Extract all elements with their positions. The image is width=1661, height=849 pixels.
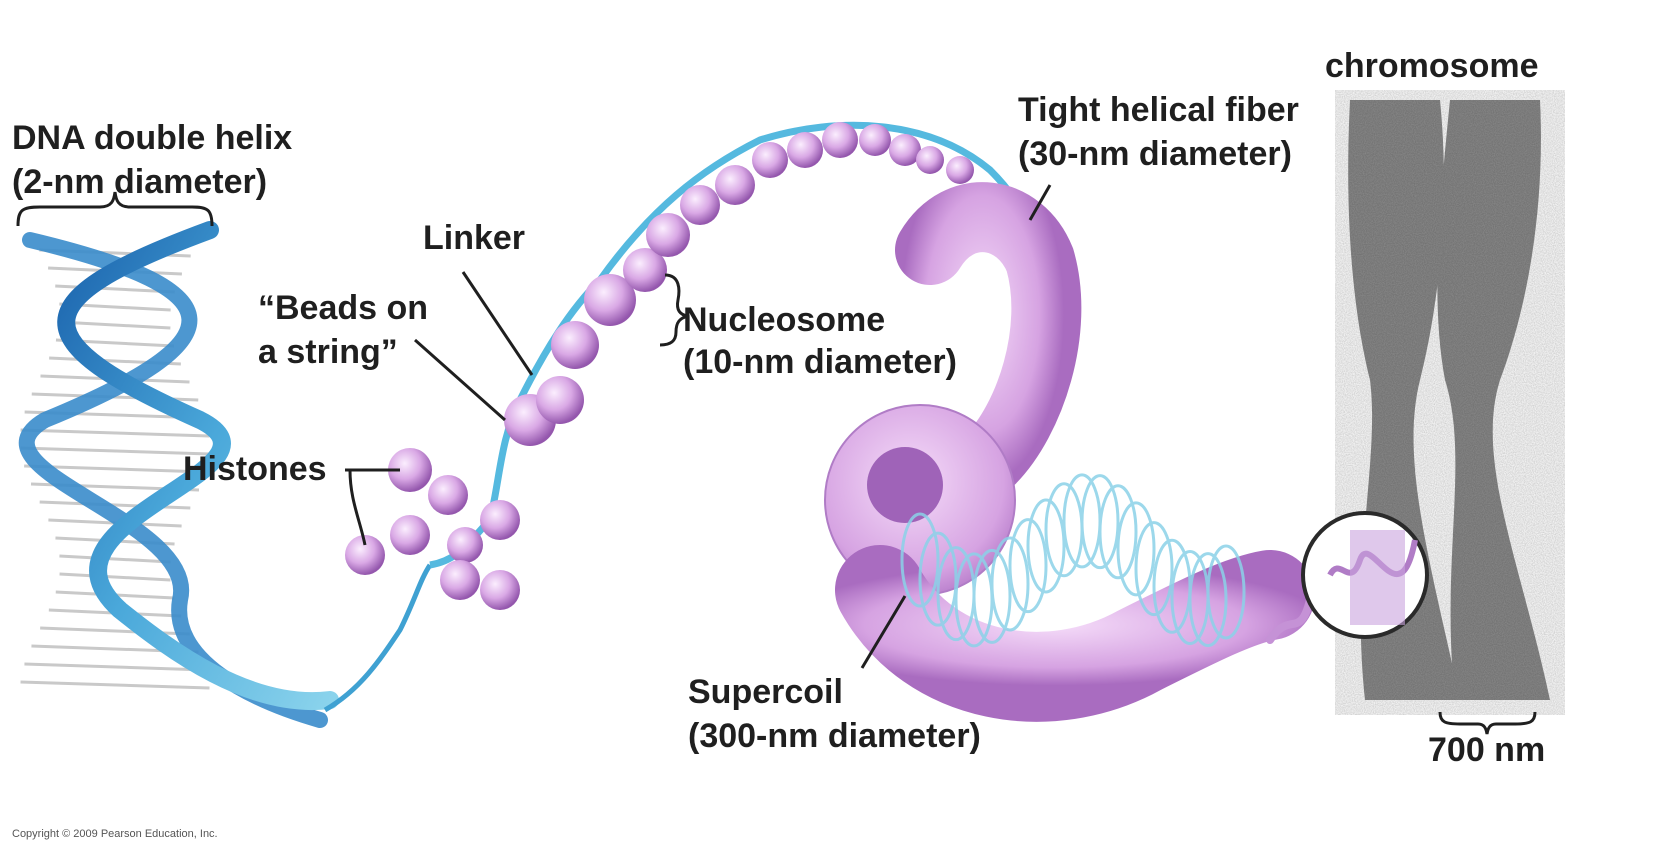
histone-bead [447,527,483,563]
dna-base-pair [20,446,210,456]
scale-label: 700 nm [1428,731,1546,769]
nucleosome-brace [659,273,689,347]
supercoil-tail [835,545,1315,722]
chromosome-label: chromosome [1325,47,1539,85]
histone-bead [551,321,599,369]
histone-bead [440,560,480,600]
supercoil-diameter-label: (300-nm diameter) [688,717,981,755]
fiber-leader [1028,184,1052,221]
histone-bead [916,146,944,174]
linker-leader [461,271,534,376]
dna-base-pair [59,554,171,564]
dna-strand-front [57,221,339,711]
histones-label: Histones [183,450,327,488]
histone-bead [680,185,720,225]
supercoil-leader [860,595,907,669]
copyright-text: Copyright © 2009 Pearson Education, Inc. [12,828,218,840]
histone-bead [536,376,584,424]
coil-ring [1116,501,1156,597]
beads-leader [414,338,506,422]
linker-label: Linker [423,219,526,257]
dna-base-pair [24,662,206,672]
dna-base-pair [24,464,206,474]
histone-bead [480,570,520,610]
supercoil-center [867,447,943,523]
histone-bead [715,165,755,205]
dna-width-brace [16,191,214,227]
histone-bead [388,448,432,492]
histone-bead [822,122,858,158]
dna-base-pair [59,320,171,330]
histone-bead [480,500,520,540]
coil-ring [1098,484,1138,580]
dna-base-pair [40,626,190,636]
coil-ring [1008,518,1048,614]
histone-bead [859,124,891,156]
histone-bead [345,535,385,575]
nucleosome-diameter-label: (10-nm diameter) [683,343,957,381]
coil-ring [1134,521,1174,617]
tight-helical-fiber [895,182,1082,495]
leader-lines [345,184,1052,669]
dna-thin-tail [323,563,433,713]
coil-ring [972,548,1012,644]
chromosome-image [1335,90,1565,715]
dna-base-pair [20,428,210,438]
histone-bead [787,132,823,168]
histone-bead [584,274,636,326]
histone-bead [752,142,788,178]
fiber-diameter-label: (30-nm diameter) [1018,135,1292,173]
histone-beads [345,122,974,610]
dna-base-pair [55,284,175,294]
dna-double-helix [18,221,433,728]
coil-ring [1026,498,1066,594]
histone-bead [646,213,690,257]
coil-ring [918,531,958,627]
coil-ring [990,536,1030,632]
histones-leader [345,468,400,546]
coil-ring [1188,552,1228,648]
supercoil-label: Supercoil [688,673,843,711]
beads-label-line2: a string” [258,333,398,371]
beads-label-line1: “Beads on [258,289,429,327]
dna-base-pair [59,572,171,582]
supercoil-structure [824,182,1349,722]
histone-bead [889,134,921,166]
histone-bead [623,248,667,292]
nucleosome-label: Nucleosome [683,301,886,339]
coil-ring [900,512,940,608]
histone-bead [946,156,974,184]
histone-bead [428,475,468,515]
scale-brace [1438,711,1537,735]
dna-diameter-label: (2-nm diameter) [12,163,268,201]
dna-title-label: DNA double helix [12,119,293,157]
histone-bead [390,515,430,555]
fiber-label: Tight helical fiber [1018,91,1299,129]
coil-ring [1080,474,1120,570]
coil-ring [1206,544,1246,640]
magnifier-inset [1301,511,1429,639]
dna-base-pair [20,680,210,690]
